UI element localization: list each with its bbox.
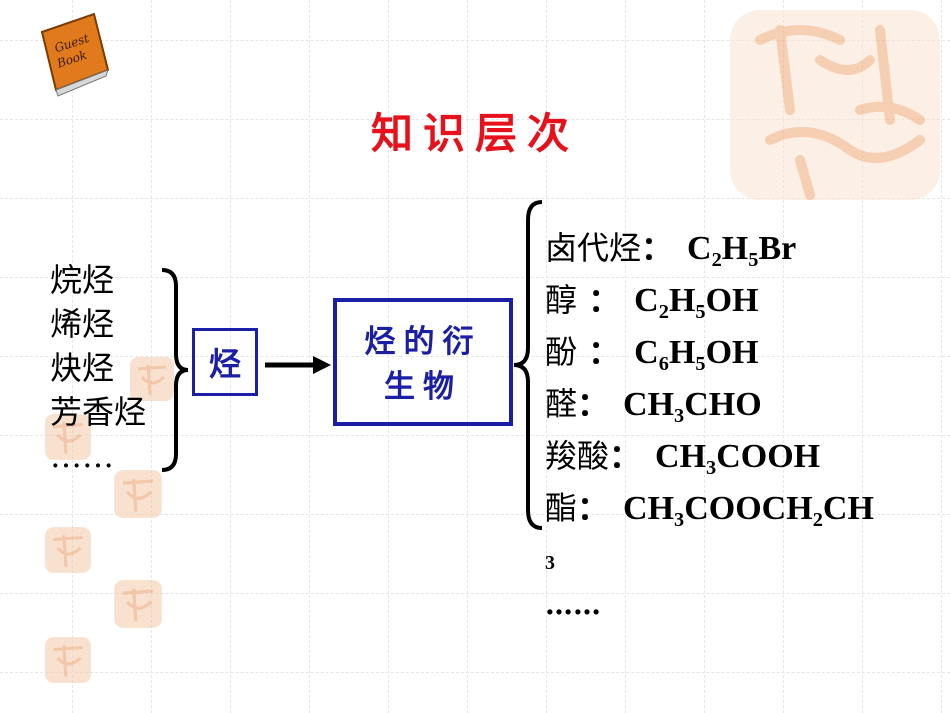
list-item: ……	[50, 437, 114, 475]
formula-subscript: 5	[748, 249, 759, 272]
decorative-seal-small	[45, 527, 91, 573]
guest-book-icon: Guest Book	[40, 12, 110, 97]
derivative-row: 卤代烃： C2H5Br	[545, 222, 874, 274]
formula-text: H	[668, 282, 696, 319]
formula-subscript: 2	[711, 249, 722, 272]
formula-text: C	[687, 230, 712, 267]
list-item: 烷烃	[50, 261, 115, 299]
formula-text: H	[721, 230, 749, 267]
decorative-seal	[730, 10, 940, 200]
grid-line	[0, 119, 950, 120]
grid-line	[0, 435, 950, 436]
derivative-row: 醛： CH3CHO	[545, 378, 874, 430]
formula-subscript: 2	[658, 301, 669, 324]
formula-text: CH	[822, 490, 874, 527]
formula-subscript: 3	[674, 509, 685, 532]
derivative-row: 酯：CH3COOCH2CH	[545, 482, 874, 534]
page-title: 知识层次	[370, 109, 579, 158]
formula-subscript: 3	[674, 405, 685, 428]
formula-text: CH	[623, 490, 675, 527]
formula-text: Br	[758, 230, 797, 267]
decorative-seal-small	[45, 414, 91, 460]
formula-text: COOCH	[684, 490, 813, 527]
formula-text: OH	[705, 334, 759, 371]
separator: ：	[577, 281, 621, 319]
derivative-box: 烃的衍 生物	[333, 298, 513, 426]
derivative-name: 卤代烃	[545, 229, 642, 267]
formula-text: C	[634, 282, 659, 319]
grid-line	[0, 672, 950, 673]
decorative-seal-small	[45, 637, 91, 683]
formula-subscript: 2	[812, 509, 823, 532]
decorative-seal-small	[114, 470, 162, 518]
formula: CH3COOCH2CH	[623, 490, 874, 531]
right-brace	[513, 200, 543, 530]
list-item: 烯烃	[50, 305, 115, 343]
formula: C2H5OH	[634, 282, 759, 323]
more-derivatives: ……	[545, 588, 601, 621]
grid-line	[0, 198, 950, 199]
formula-text: OH	[705, 282, 759, 319]
decorative-seal-small	[114, 580, 162, 628]
formula-subscript: 3	[706, 457, 717, 480]
separator: ：	[577, 489, 610, 527]
derivative-row: 酚 ： C6H5OH	[545, 326, 874, 378]
derivative-box-line2: 生物	[384, 369, 462, 405]
arrow-right-icon	[265, 356, 331, 374]
formula: CH3COOH	[655, 438, 821, 479]
derivative-name: 酚	[545, 333, 578, 371]
separator: ：	[641, 229, 674, 267]
hydrocarbon-list: 烷烃 烯烃 炔烃 芳香烃 ……	[50, 258, 146, 478]
formula: C6H5OH	[634, 334, 759, 375]
formula-subscript: 6	[658, 353, 669, 376]
derivative-row: 羧酸： CH3COOH	[545, 430, 874, 482]
formula-text: COOH	[716, 438, 821, 475]
formula-text: CHO	[684, 386, 762, 423]
derivative-name: 醇	[545, 281, 578, 319]
hydrocarbon-box: 烃	[192, 328, 258, 396]
grid-line	[0, 356, 950, 357]
formula-text: CH	[655, 438, 707, 475]
separator: ：	[577, 385, 610, 423]
formula-subscript: 5	[695, 353, 706, 376]
formula-text: C	[634, 334, 659, 371]
derivative-name: 羧酸	[545, 437, 610, 475]
formula-overflow: 3	[545, 552, 555, 574]
grid-line	[0, 277, 950, 278]
list-item: 炔烃	[50, 349, 115, 387]
formula-subscript: 5	[695, 301, 706, 324]
separator: ：	[609, 437, 642, 475]
derivative-row: 醇 ： C2H5OH	[545, 274, 874, 326]
decorative-seal-small	[130, 357, 174, 401]
left-brace	[161, 268, 189, 472]
formula-text: CH	[623, 386, 675, 423]
grid-line	[0, 593, 950, 594]
derivative-name: 酯	[545, 489, 578, 527]
formula-text: H	[668, 334, 696, 371]
grid-line	[0, 514, 950, 515]
list-item: 芳香烃	[50, 393, 147, 431]
derivative-name: 醛	[545, 385, 578, 423]
derivative-box-line1: 烃的衍	[364, 324, 482, 360]
grid-line	[0, 40, 950, 41]
formula: CH3CHO	[623, 386, 762, 427]
separator: ：	[577, 333, 621, 371]
formula: C2H5Br	[687, 230, 797, 271]
